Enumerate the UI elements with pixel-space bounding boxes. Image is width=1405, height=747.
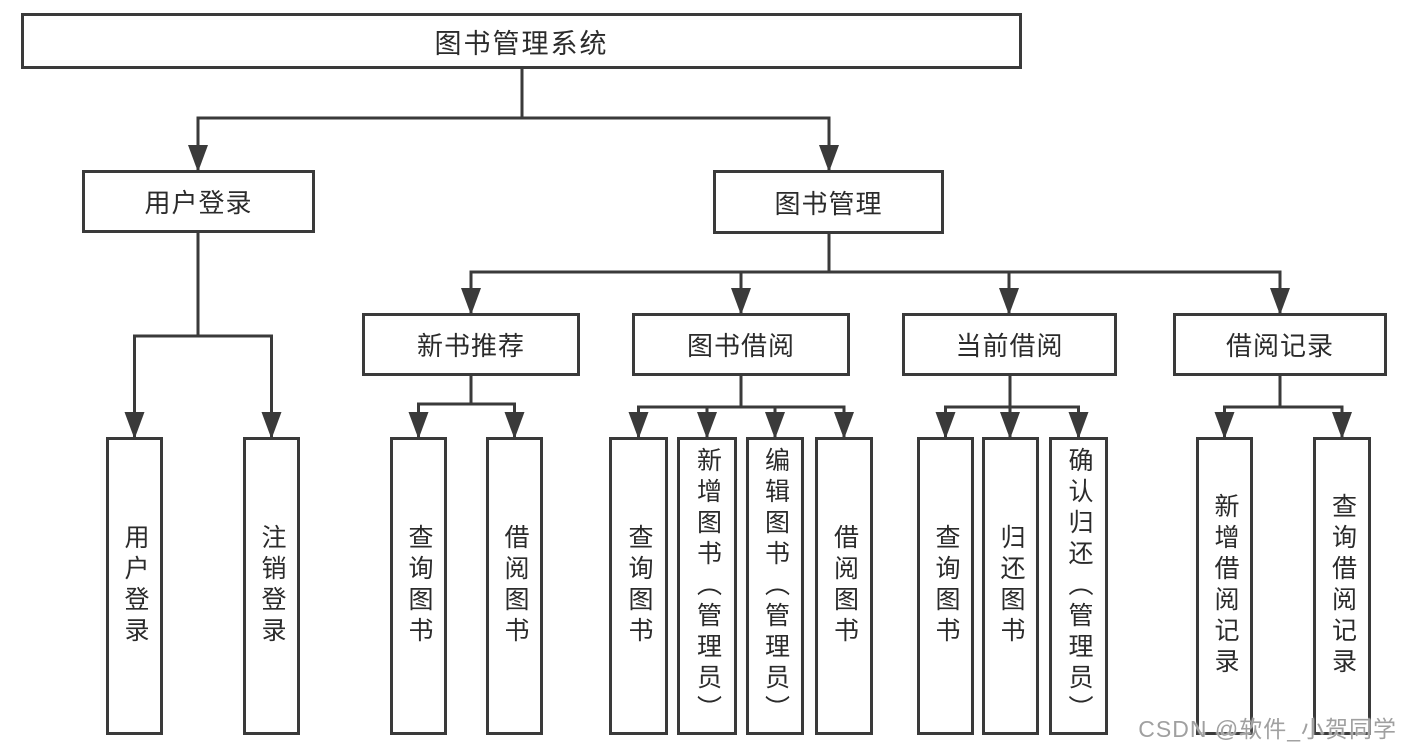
node-book-borrowing: 图书借阅 — [632, 313, 850, 376]
node-leaf-confirm-return-admin: 确认归还（管理员） — [1049, 437, 1108, 735]
node-leaf-logout: 注销登录 — [243, 437, 300, 735]
node-leaf-edit-books-admin: 编辑图书（管理员） — [746, 437, 804, 735]
csdn-watermark: CSDN @软件_小贺同学 — [1138, 716, 1397, 742]
node-leaf-current-query-books: 查询图书 — [917, 437, 974, 735]
node-user-login: 用户登录 — [82, 170, 315, 233]
node-leaf-add-borrow-record: 新增借阅记录 — [1196, 437, 1253, 735]
node-borrow-records: 借阅记录 — [1173, 313, 1387, 376]
node-leaf-borrow-query-books: 查询图书 — [609, 437, 668, 735]
node-leaf-query-borrow-record: 查询借阅记录 — [1313, 437, 1371, 735]
node-leaf-rec-borrow-books: 借阅图书 — [486, 437, 543, 735]
node-new-book-recommend: 新书推荐 — [362, 313, 580, 376]
node-leaf-borrow-books: 借阅图书 — [815, 437, 873, 735]
node-system-root: 图书管理系统 — [21, 13, 1022, 69]
node-current-borrowing: 当前借阅 — [902, 313, 1117, 376]
node-book-management: 图书管理 — [713, 170, 944, 234]
node-leaf-user-login: 用户登录 — [106, 437, 163, 735]
node-leaf-return-books: 归还图书 — [982, 437, 1039, 735]
node-leaf-rec-query-books: 查询图书 — [390, 437, 447, 735]
node-leaf-add-books-admin: 新增图书（管理员） — [677, 437, 737, 735]
